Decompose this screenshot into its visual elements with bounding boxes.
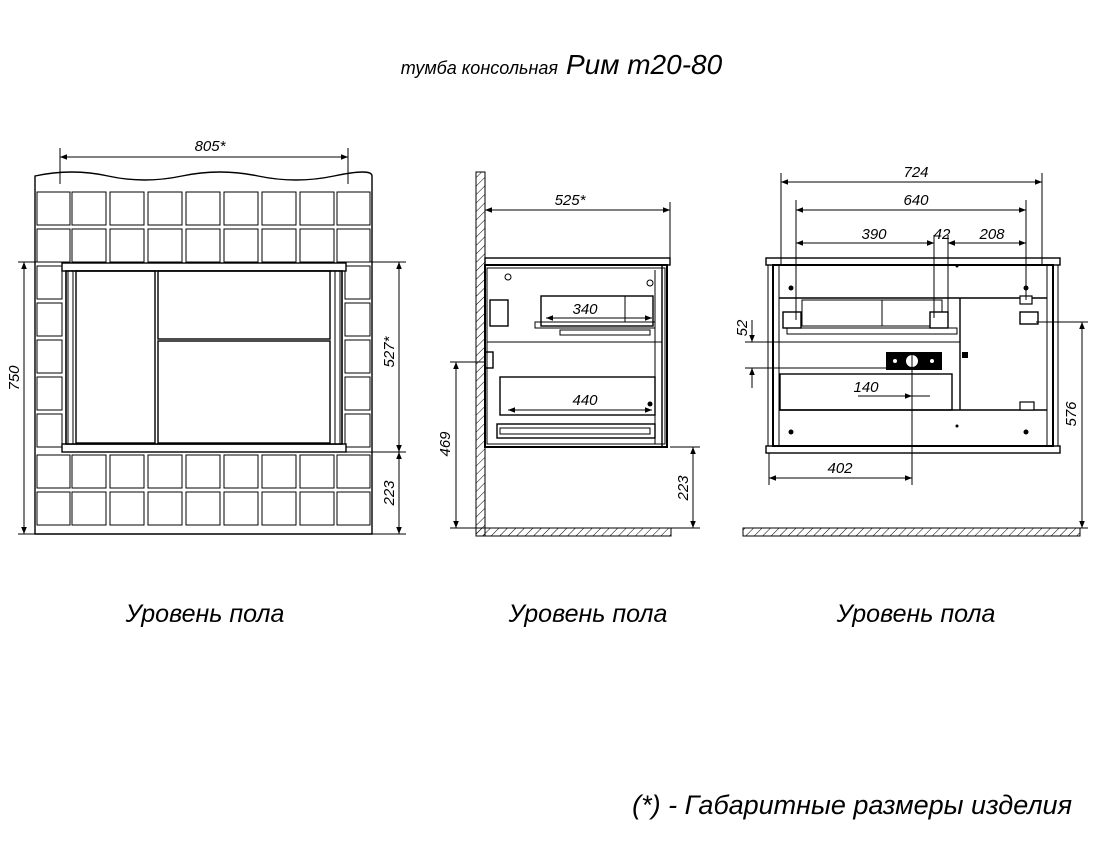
- front-dimensions: [18, 148, 406, 535]
- dim-back-gap: 42: [934, 226, 951, 243]
- back-floor: [742, 527, 1081, 537]
- dim-back-left: 390: [861, 226, 887, 243]
- side-dimensions: [450, 202, 700, 529]
- title-subtitle: тумба консольная: [401, 58, 559, 78]
- dim-back-top-offset: 52: [734, 319, 751, 336]
- dim-front-total-height: 750: [6, 365, 23, 391]
- floor-level-label-back: Уровень пола: [836, 600, 996, 628]
- dim-back-cutout-width: 140: [853, 379, 879, 396]
- floor-level-label-side: Уровень пола: [508, 600, 668, 628]
- dim-front-floor-gap: 223: [381, 480, 398, 507]
- dim-back-cutout-offset: 402: [827, 460, 853, 477]
- dim-back-height: 576: [1063, 401, 1080, 427]
- dim-back-inner-width: 640: [903, 192, 929, 209]
- front-tile-wall: [34, 171, 373, 535]
- back-dimensions: [745, 173, 1088, 529]
- dim-back-total-width: 724: [903, 164, 928, 181]
- front-view: [18, 148, 406, 535]
- dim-side-mount-height: 469: [437, 431, 454, 457]
- back-cabinet: [765, 257, 1061, 454]
- footnote: (*) - Габаритные размеры изделия: [632, 790, 1072, 820]
- dim-side-drawer1: 340: [572, 301, 598, 318]
- back-view: [742, 173, 1088, 537]
- front-cabinet: [61, 262, 347, 453]
- dim-back-right: 208: [978, 226, 1005, 243]
- dim-side-drawer2: 440: [572, 392, 598, 409]
- side-wall: [475, 171, 486, 537]
- side-floor: [475, 527, 672, 537]
- side-cabinet: [484, 257, 671, 448]
- side-view: [450, 171, 700, 537]
- dim-front-body-height: 527*: [381, 335, 398, 367]
- dim-side-depth: 525*: [555, 192, 587, 209]
- floor-level-label-front: Уровень пола: [125, 600, 285, 628]
- title-model: Рим т20-80: [566, 49, 723, 80]
- dim-front-width: 805*: [195, 138, 227, 155]
- dim-side-floor-gap: 223: [675, 475, 692, 502]
